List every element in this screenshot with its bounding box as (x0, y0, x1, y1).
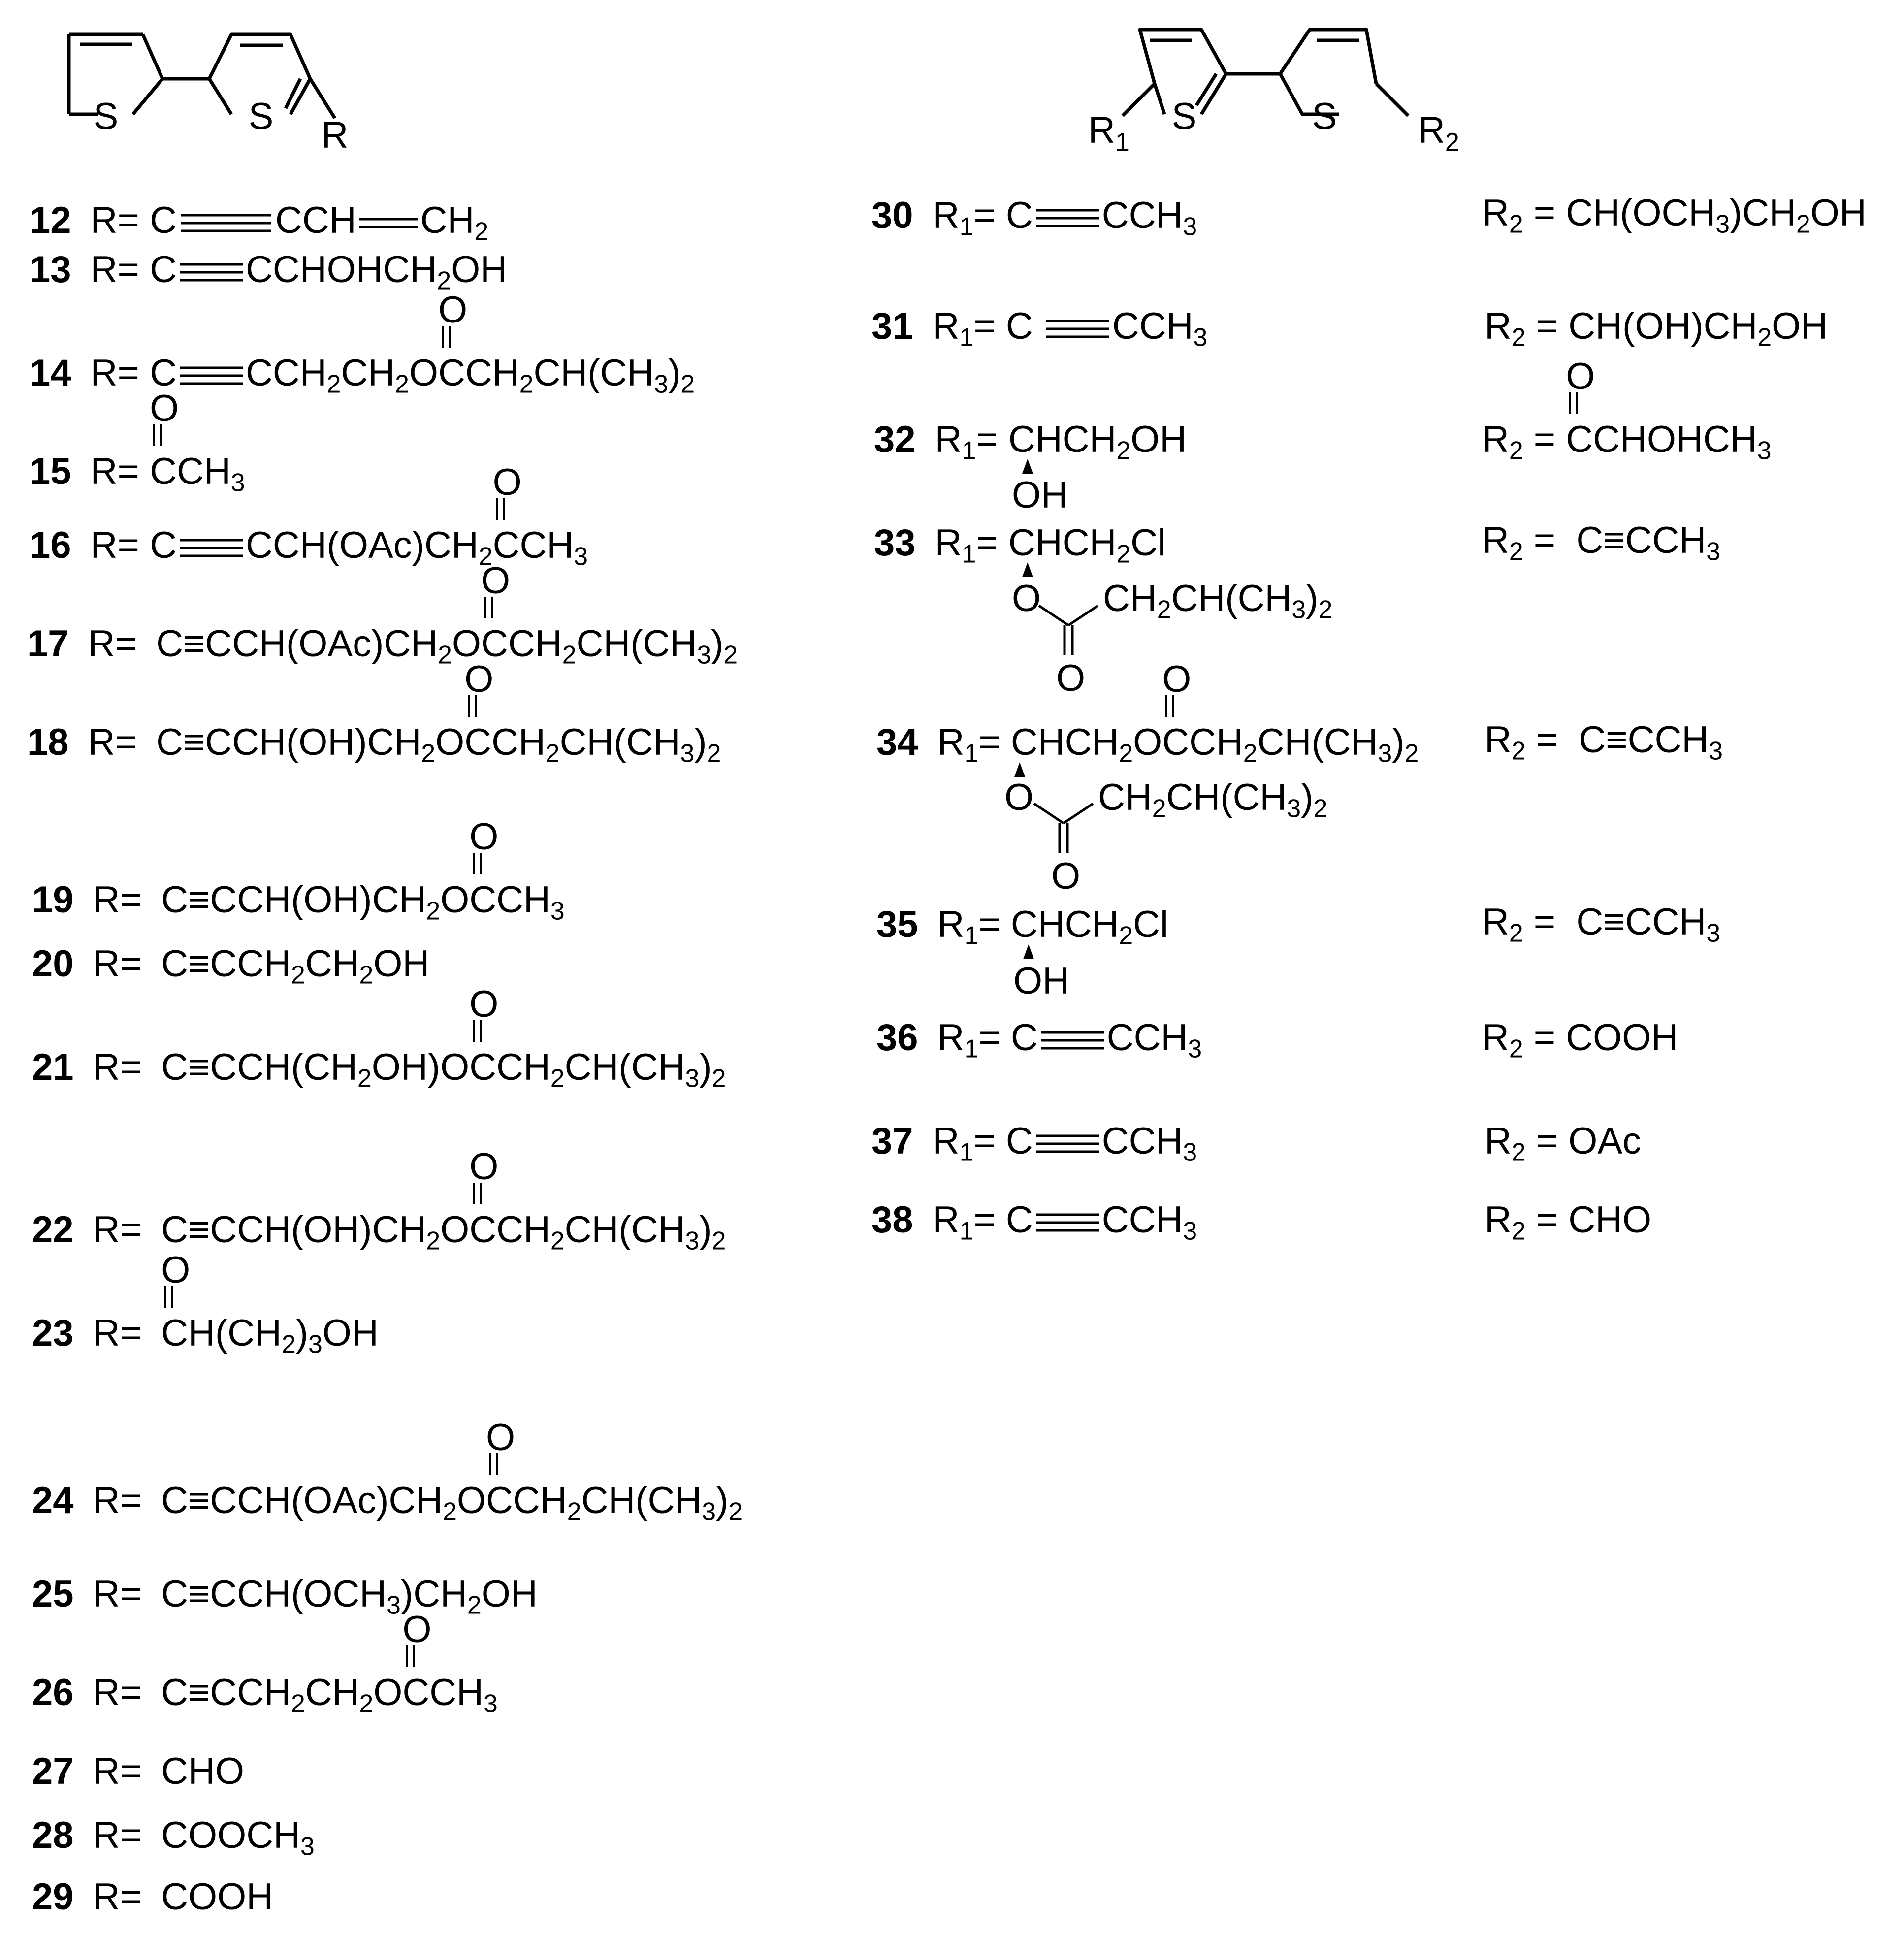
carbonyl-o-34: O (1051, 855, 1081, 897)
r1-label: R1 (1088, 109, 1129, 157)
thiophene-ring-2 (207, 32, 312, 115)
compound-row-28: 28 R= COOCH3 (32, 1814, 315, 1861)
sulfur-label: S (249, 96, 274, 137)
r2-34: R2 = C≡CCH3 (1484, 719, 1723, 765)
stereo-wedge (1023, 944, 1034, 959)
ester-bonds-34 (1033, 802, 1094, 853)
bithiophene-di-structure: S S R1 R2 (1088, 28, 1459, 157)
r2-33: R2 = C≡CCH3 (1482, 519, 1721, 566)
compound-number: 12 (30, 199, 71, 241)
compound-row-29: 29 R= COOH (32, 1876, 274, 1918)
compound-row-35: 35 R1= CHCH2Cl (876, 903, 1168, 950)
r2-30: R2 = CH(OCH3)CH2OH (1482, 192, 1867, 238)
r2-35: R2 = C≡CCH3 (1482, 901, 1721, 947)
ester-o-34: O (1004, 776, 1034, 818)
sulfur-label: S (1312, 96, 1337, 137)
sulfur-label: S (94, 96, 119, 137)
r2-bond (1375, 82, 1410, 117)
r1-bond (1121, 82, 1156, 117)
r2-31: R2 = CH(OH)CH2OH (1484, 305, 1828, 352)
r-bond (309, 78, 336, 119)
compound-row-20: 20 R= C≡CCH2CH2OH (32, 943, 430, 989)
compound-row-25: 25 R= C≡CCH(OCH3)CH2OH (32, 1573, 538, 1619)
compound-row-31: 31 R1= C CCH3 (871, 305, 1208, 352)
r2-label: R2 (1418, 109, 1459, 157)
compound-row-33: 33 R1= CHCH2Cl (874, 522, 1166, 568)
compound-row-32: 32 R1= CHCH2OH (874, 419, 1187, 465)
acyl-chain-34: CH2CH(CH3)2 (1098, 776, 1328, 823)
r2-36: R2 = COOH (1482, 1017, 1678, 1063)
r-prefix: R= (90, 199, 139, 241)
triple-bond (180, 214, 271, 232)
carbonyl-o-33: O (1056, 657, 1086, 699)
sulfur-label: S (1172, 96, 1197, 137)
thiophene-ring-1 (67, 32, 164, 116)
ester-bonds-33 (1038, 604, 1099, 655)
r2-38: R2 = CHO (1484, 1199, 1652, 1245)
oh-35: OH (1013, 960, 1069, 1002)
oh-32: OH (1012, 474, 1068, 516)
acyl-chain-33: CH2CH(CH3)2 (1103, 578, 1333, 624)
r-label: R (322, 114, 349, 156)
ester-o-33: O (1012, 578, 1041, 619)
r2-37: R2 = OAc (1484, 1120, 1642, 1166)
stereo-wedge (1022, 459, 1033, 474)
thiophene-ring-2 (1278, 28, 1378, 116)
stereo-wedge (1022, 562, 1033, 577)
stereo-wedge (1014, 762, 1025, 777)
compound-row-27: 27 R= CHO (32, 1750, 244, 1792)
double-bond (359, 218, 418, 228)
thiophene-ring-1 (1138, 28, 1228, 115)
bithiophene-mono-structure: S S R (67, 32, 349, 156)
